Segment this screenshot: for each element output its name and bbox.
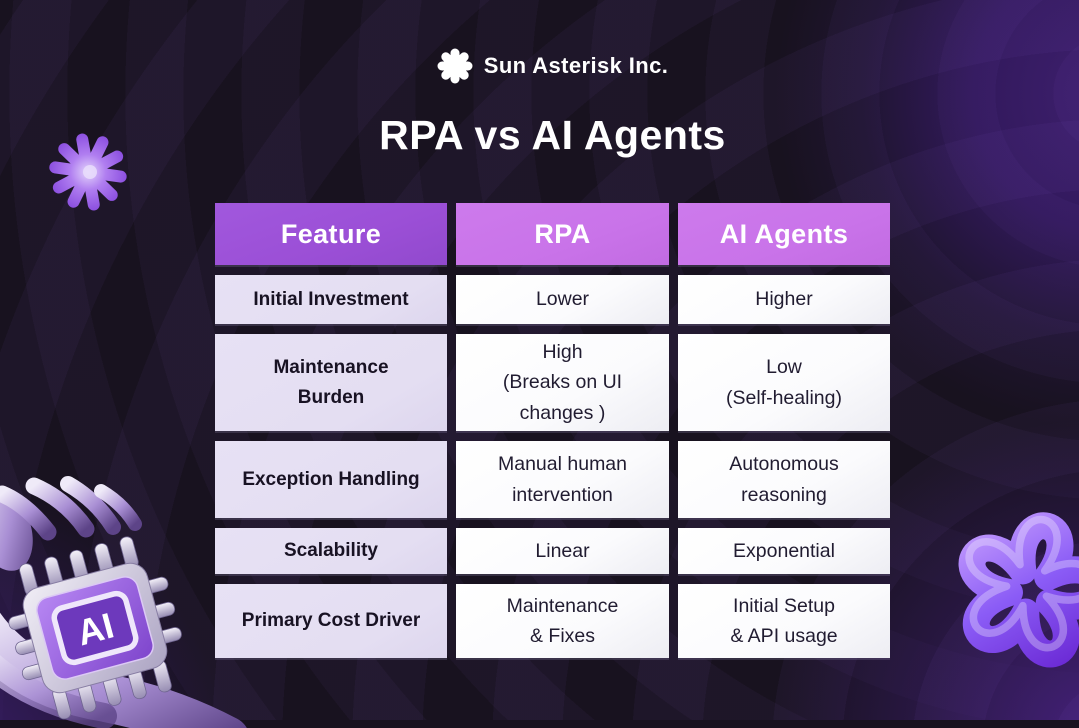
rpa-value: Lower	[456, 275, 669, 324]
rpa-value: Manual human intervention	[456, 441, 669, 518]
rpa-value: High (Breaks on UI changes )	[456, 334, 669, 431]
sun-asterisk-logo-icon	[437, 48, 473, 84]
ai-value: Higher	[678, 275, 890, 324]
ai-value: Exponential	[678, 528, 890, 574]
row-label: Scalability	[215, 528, 447, 574]
row-label: Exception Handling	[215, 441, 447, 518]
ai-chip-label: AI	[73, 605, 118, 654]
rpa-value: Linear	[456, 528, 669, 574]
comparison-table: Feature RPA AI Agents Initial Investment…	[215, 203, 890, 658]
row-label: Maintenance Burden	[215, 334, 447, 431]
page-title: RPA vs AI Agents	[379, 112, 726, 158]
column-header-rpa: RPA	[456, 203, 669, 265]
column-header-ai-agents: AI Agents	[678, 203, 890, 265]
brand-name: Sun Asterisk Inc.	[483, 53, 669, 78]
ai-value: Low (Self-healing)	[678, 334, 890, 431]
ai-value: Initial Setup & API usage	[678, 584, 890, 658]
ai-value: Autonomous reasoning	[678, 441, 890, 518]
purple-flower-decoration	[958, 512, 1079, 668]
row-label: Initial Investment	[215, 275, 447, 324]
rpa-value: Maintenance & Fixes	[456, 584, 669, 658]
brand-logo: Sun Asterisk Inc.	[215, 48, 890, 84]
column-header-feature: Feature	[215, 203, 447, 265]
purple-asterisk-decoration	[49, 133, 127, 211]
row-label: Primary Cost Driver	[215, 584, 447, 658]
